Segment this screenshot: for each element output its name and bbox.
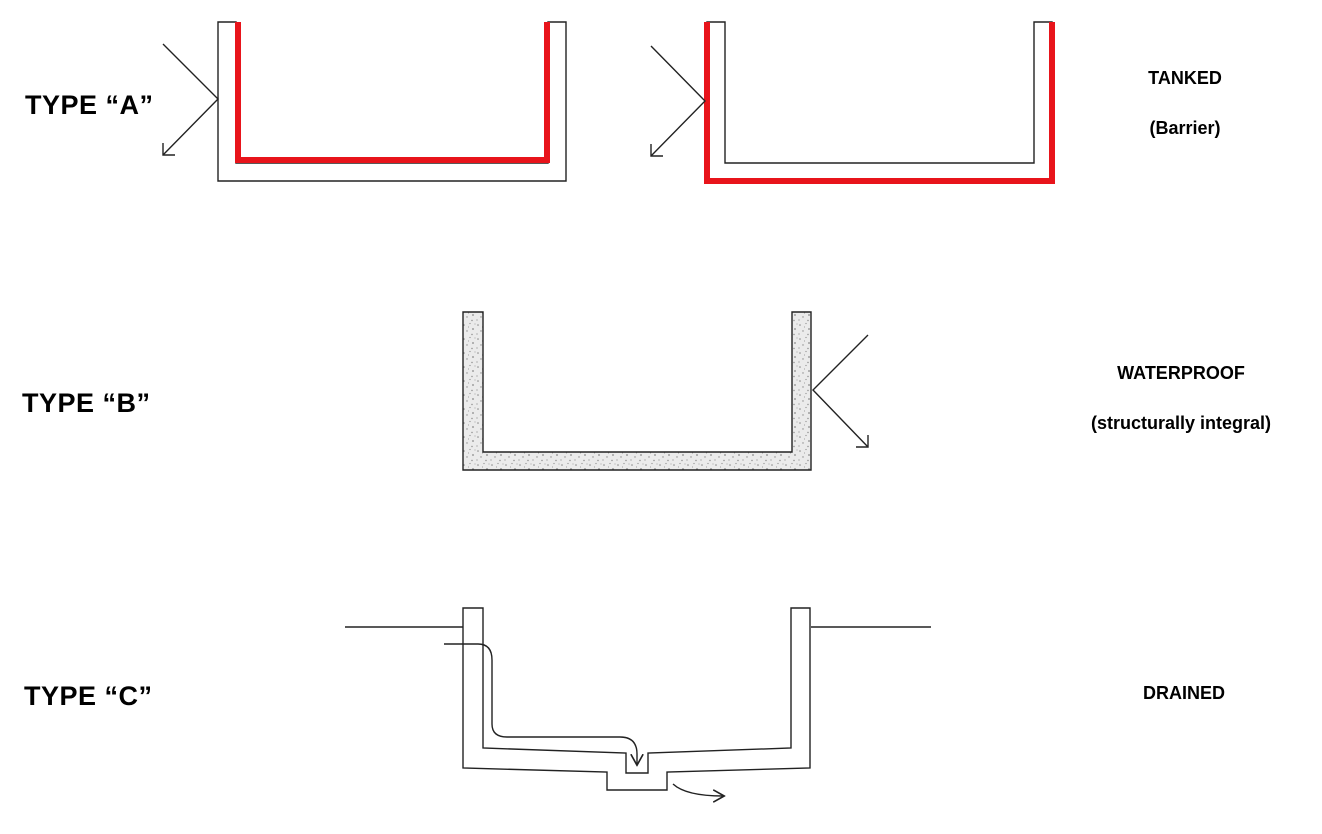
type-a-internal-pressure-arrow xyxy=(162,43,219,156)
type-b-structure-diagram xyxy=(462,311,869,471)
type-a-internal-tanking-diagram xyxy=(162,21,567,182)
type-b-pressure-arrow xyxy=(812,334,869,448)
type-b-description-subtitle: (structurally integral) xyxy=(1090,413,1272,433)
type-c-drain-outlet-arrow xyxy=(672,783,723,796)
type-a-description-title: TANKED xyxy=(1148,68,1222,88)
type-a-label: TYPE “A” xyxy=(25,90,154,120)
type-a-external-tanking-diagram xyxy=(650,21,1055,184)
type-c-drained-diagram xyxy=(345,607,931,796)
type-a-internal-barrier xyxy=(235,22,550,163)
type-c-label: TYPE “C” xyxy=(24,681,153,711)
type-c-drained-structure xyxy=(462,607,811,791)
type-c-description-title: DRAINED xyxy=(1142,683,1225,703)
type-b-description-title: WATERPROOF xyxy=(1117,363,1245,383)
type-a-description: TANKED (Barrier) xyxy=(1055,66,1315,166)
type-b-description: WATERPROOF (structurally integral) xyxy=(1051,361,1311,461)
type-a-external-pressure-arrow xyxy=(650,45,706,157)
type-c-water-flow-arrow xyxy=(444,643,637,764)
type-b-label: TYPE “B” xyxy=(22,388,151,418)
type-a-external-tanking-structure xyxy=(706,21,1053,182)
type-a-external-barrier xyxy=(704,22,1055,184)
type-b-concrete-structure xyxy=(462,311,812,471)
type-a-description-subtitle: (Barrier) xyxy=(1149,118,1221,138)
type-c-description: DRAINED xyxy=(1054,681,1314,731)
